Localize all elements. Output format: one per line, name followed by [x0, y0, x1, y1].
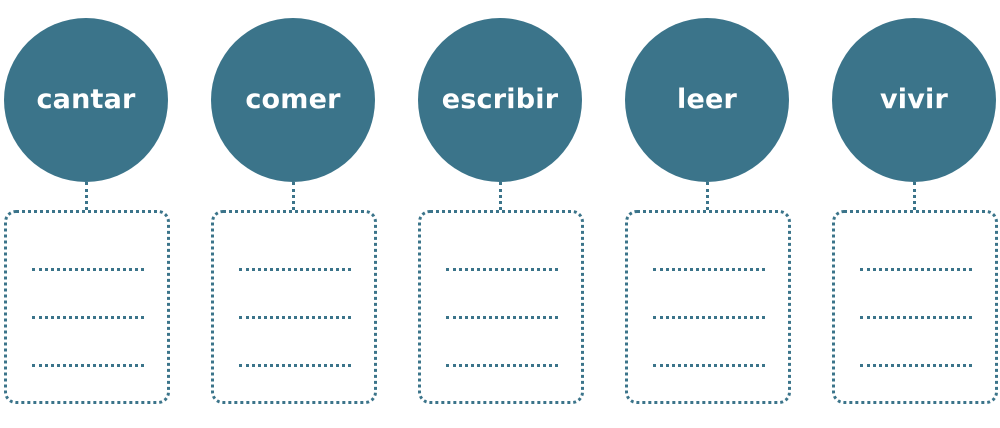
- answer-line: [446, 268, 558, 271]
- verb-column-leer: leer: [623, 0, 793, 428]
- answer-line: [239, 316, 351, 319]
- answer-card: [832, 210, 998, 404]
- answer-line: [860, 268, 972, 271]
- answer-line: [239, 268, 351, 271]
- answer-line: [446, 364, 558, 367]
- answer-line: [860, 316, 972, 319]
- verb-circle: escribir: [418, 18, 582, 182]
- connector-line: [292, 182, 295, 210]
- answer-line: [32, 364, 144, 367]
- answer-line: [32, 316, 144, 319]
- verb-label: leer: [677, 83, 737, 115]
- answer-line: [653, 364, 765, 367]
- verb-label: escribir: [441, 83, 559, 115]
- verb-circle: cantar: [4, 18, 168, 182]
- connector-line: [85, 182, 88, 210]
- verb-column-cantar: cantar: [2, 0, 172, 428]
- answer-line: [653, 316, 765, 319]
- answer-line: [653, 268, 765, 271]
- verb-column-vivir: vivir: [830, 0, 1000, 428]
- answer-line: [860, 364, 972, 367]
- answer-card: [625, 210, 791, 404]
- answer-card: [418, 210, 584, 404]
- verb-circle: leer: [625, 18, 789, 182]
- connector-line: [706, 182, 709, 210]
- verb-column-comer: comer: [209, 0, 379, 428]
- verb-label: cantar: [36, 83, 136, 115]
- verb-column-escribir: escribir: [416, 0, 586, 428]
- answer-line: [32, 268, 144, 271]
- connector-line: [913, 182, 916, 210]
- verb-label: vivir: [879, 83, 949, 115]
- verb-circle: vivir: [832, 18, 996, 182]
- answer-line: [446, 316, 558, 319]
- answer-card: [4, 210, 170, 404]
- answer-line: [239, 364, 351, 367]
- connector-line: [499, 182, 502, 210]
- answer-card: [211, 210, 377, 404]
- verb-circle: comer: [211, 18, 375, 182]
- verb-label: comer: [245, 83, 341, 115]
